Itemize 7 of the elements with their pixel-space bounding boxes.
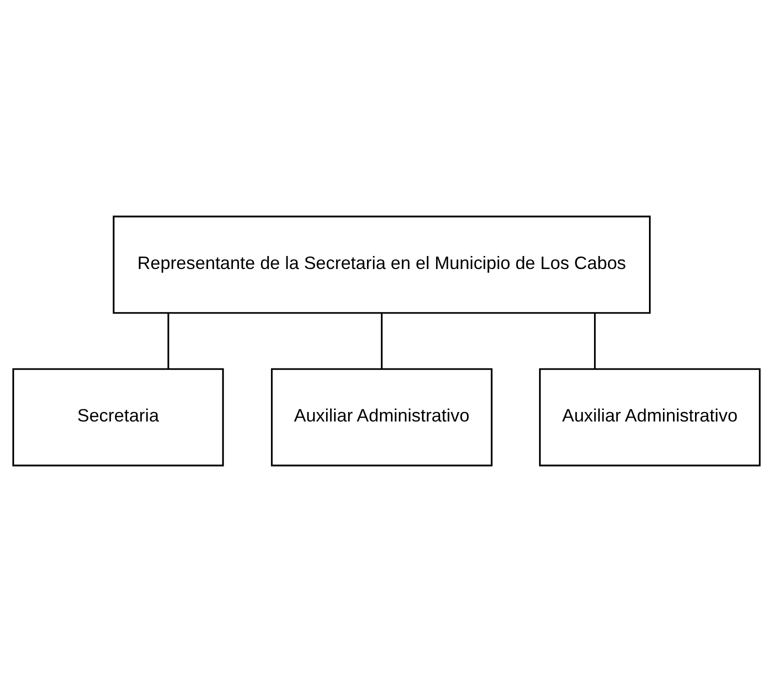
node-box: Auxiliar Administrativo <box>539 368 761 466</box>
connector <box>167 312 170 368</box>
connector <box>380 312 383 368</box>
node-box: Secretaria <box>12 368 224 466</box>
node-box: Auxiliar Administrativo <box>270 368 492 466</box>
connector <box>594 312 596 368</box>
node-box: Representante de la Secretaria en el Municipio de Los Cabos <box>112 215 651 314</box>
